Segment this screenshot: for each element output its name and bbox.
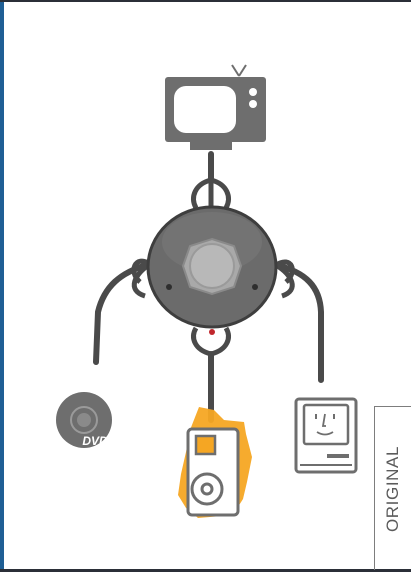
dvd-logo-text: DVD <box>82 434 108 448</box>
side-tab: ORIGINAL <box>374 406 411 570</box>
power-led <box>209 329 215 335</box>
dvd-disc-icon: DVD <box>56 392 112 448</box>
classic-mac-icon <box>294 397 358 474</box>
cables <box>93 151 324 423</box>
bottom-connector <box>191 326 231 357</box>
right-port-dot <box>252 284 258 290</box>
left-port-dot <box>166 284 172 290</box>
side-tab-label: ORIGINAL <box>383 445 402 533</box>
switch-box-icon <box>146 205 278 335</box>
ipod-icon <box>178 407 252 518</box>
left-accent-rule <box>0 2 4 569</box>
knob <box>181 237 243 296</box>
cable-switch-to-dvd <box>93 261 153 365</box>
top-connector <box>191 177 231 210</box>
cable-switch-to-mac <box>273 262 324 383</box>
right-connector <box>274 259 295 299</box>
tv-icon <box>165 64 266 150</box>
left-connector <box>131 258 152 299</box>
